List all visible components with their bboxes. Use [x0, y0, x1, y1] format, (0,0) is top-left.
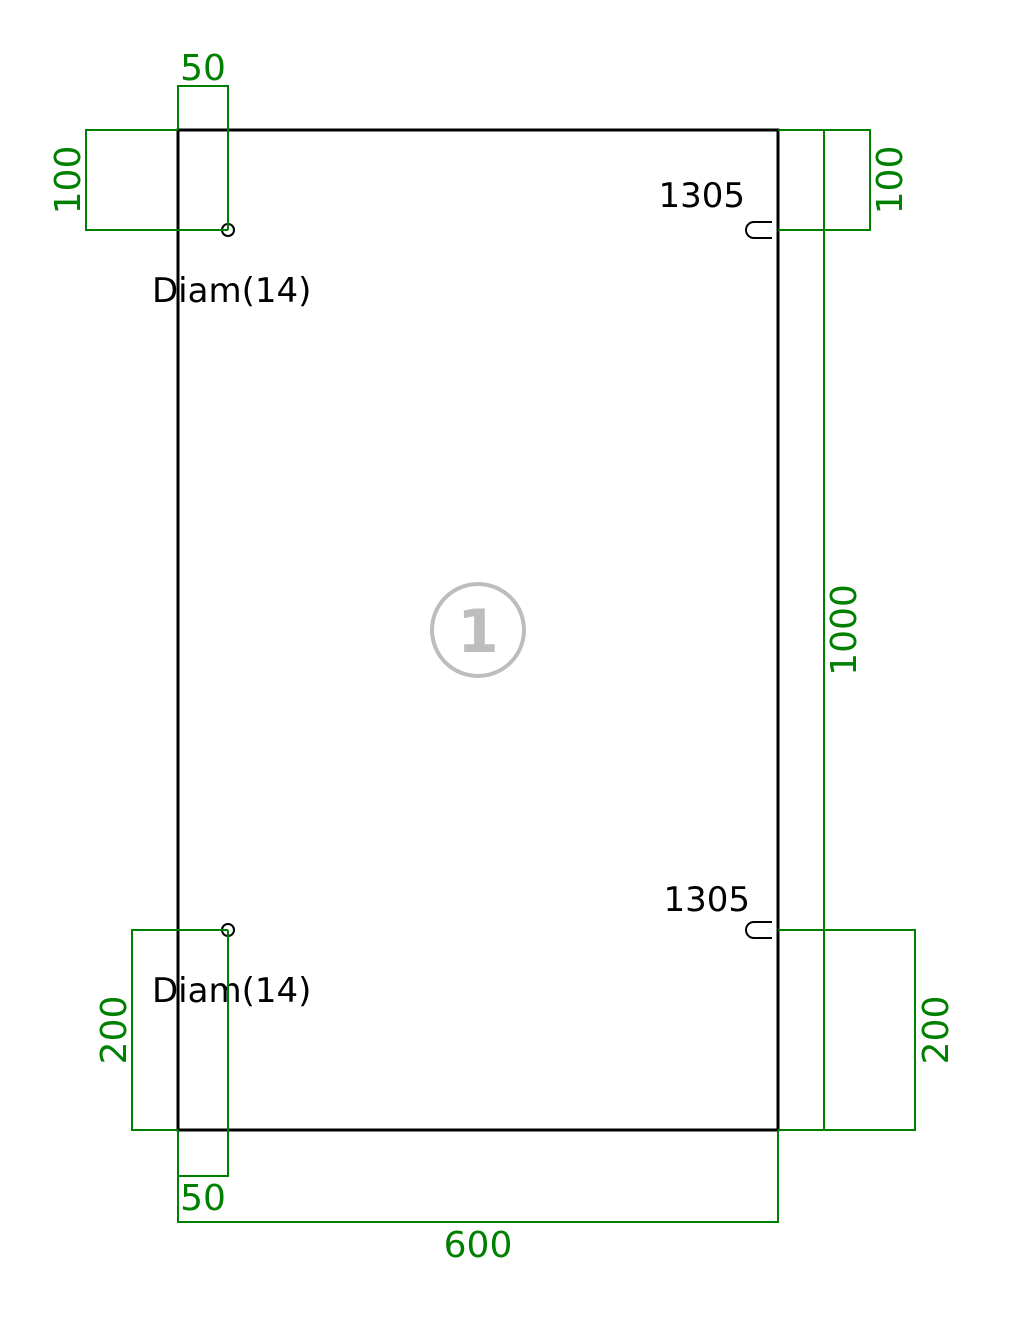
dimension-top-left-y: 100: [48, 129, 228, 231]
notch-bottom-label: 1305: [663, 880, 750, 920]
notch-top: [745, 221, 772, 239]
panel-outline: [176, 128, 780, 1132]
dimension-top-left-x: 50: [177, 48, 229, 230]
dimension-top-left-y-value: 100: [48, 146, 89, 215]
dimension-bottom-left-y: 200: [94, 929, 228, 1131]
part-number: 1: [457, 597, 499, 667]
dimension-overall-height-value: 1000: [824, 584, 865, 676]
notch-bottom: [745, 921, 772, 939]
dimension-overall-width: 600: [177, 1130, 779, 1266]
dimension-overall-width-value: 600: [444, 1225, 513, 1266]
hole-bottom-label: Diam(14): [152, 971, 311, 1011]
part-number-circle: [430, 582, 526, 678]
dimension-top-left-x-value: 50: [180, 48, 226, 89]
dimension-bottom-right-y-value: 200: [916, 996, 957, 1065]
dimension-bottom-right-y: 200: [778, 929, 957, 1131]
notch-top-label: 1305: [658, 176, 745, 216]
dimension-overall-height: 1000: [778, 129, 865, 1131]
dimension-bottom-left-x-value: 50: [180, 1178, 226, 1219]
hole-top-label: Diam(14): [152, 271, 311, 311]
dimension-top-right-y-value: 100: [870, 146, 911, 215]
dimension-bottom-left-y-value: 200: [94, 996, 135, 1065]
part-number-marker: 1: [430, 582, 526, 678]
dimension-top-right-y: 100: [778, 129, 911, 231]
